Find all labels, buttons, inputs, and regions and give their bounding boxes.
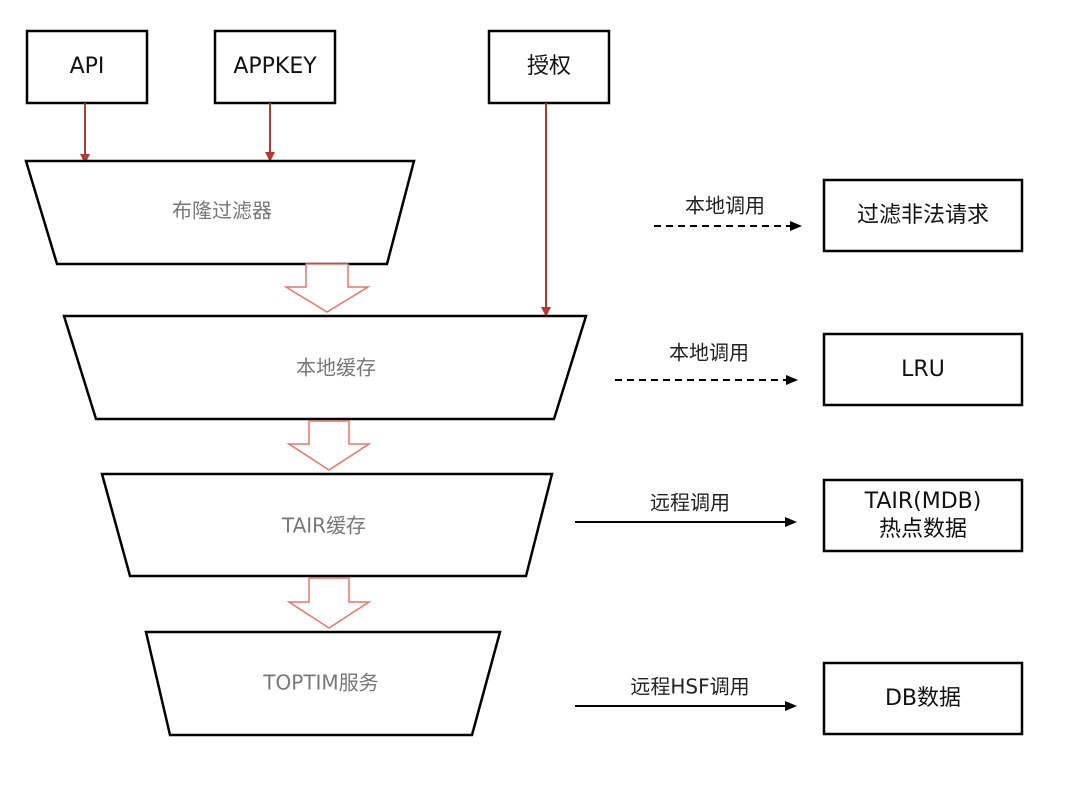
local-cache-call: 本地调用 xyxy=(615,341,798,385)
tair-call-label: 远程调用 xyxy=(650,491,730,515)
bloom-call: 本地调用 xyxy=(654,194,802,231)
db-target-box: DB数据 xyxy=(822,661,1024,736)
toptim-stage: TOPTIM服务 xyxy=(144,630,502,737)
bloom-call-label: 本地调用 xyxy=(685,194,765,218)
toptim-call-label: 远程HSF调用 xyxy=(630,675,749,699)
bloom-filter-stage: 布隆过滤器 xyxy=(24,159,416,266)
tair-target-box: TAIR(MDB) 热点数据 xyxy=(822,478,1024,553)
flow-arrow-1 xyxy=(283,263,371,313)
local-cache-call-label: 本地调用 xyxy=(669,341,749,365)
api-label: API xyxy=(70,54,105,79)
appkey-label: APPKEY xyxy=(233,54,317,79)
flow-arrow-3 xyxy=(286,577,372,629)
tair-cache-label: TAIR缓存 xyxy=(281,514,366,538)
bloom-filter-label: 布隆过滤器 xyxy=(172,199,272,223)
appkey-box: APPKEY xyxy=(213,29,337,105)
filter-target-label: 过滤非法请求 xyxy=(857,203,989,228)
flow-arrow-2 xyxy=(286,420,372,471)
filter-target-box: 过滤非法请求 xyxy=(822,178,1024,253)
tair-target-line2: 热点数据 xyxy=(879,517,967,542)
auth-label: 授权 xyxy=(527,54,571,79)
toptim-label: TOPTIM服务 xyxy=(262,671,378,695)
db-target-label: DB数据 xyxy=(885,686,961,711)
local-cache-label: 本地缓存 xyxy=(296,356,376,380)
lru-target-box: LRU xyxy=(822,332,1024,407)
auth-box: 授权 xyxy=(487,29,611,105)
api-box: API xyxy=(25,29,149,105)
tair-call: 远程调用 xyxy=(575,491,797,527)
toptim-call: 远程HSF调用 xyxy=(575,675,797,711)
tair-target-line1: TAIR(MDB) xyxy=(864,489,982,514)
local-cache-stage: 本地缓存 xyxy=(62,314,588,421)
tair-cache-stage: TAIR缓存 xyxy=(100,472,554,578)
lru-target-label: LRU xyxy=(901,357,945,382)
